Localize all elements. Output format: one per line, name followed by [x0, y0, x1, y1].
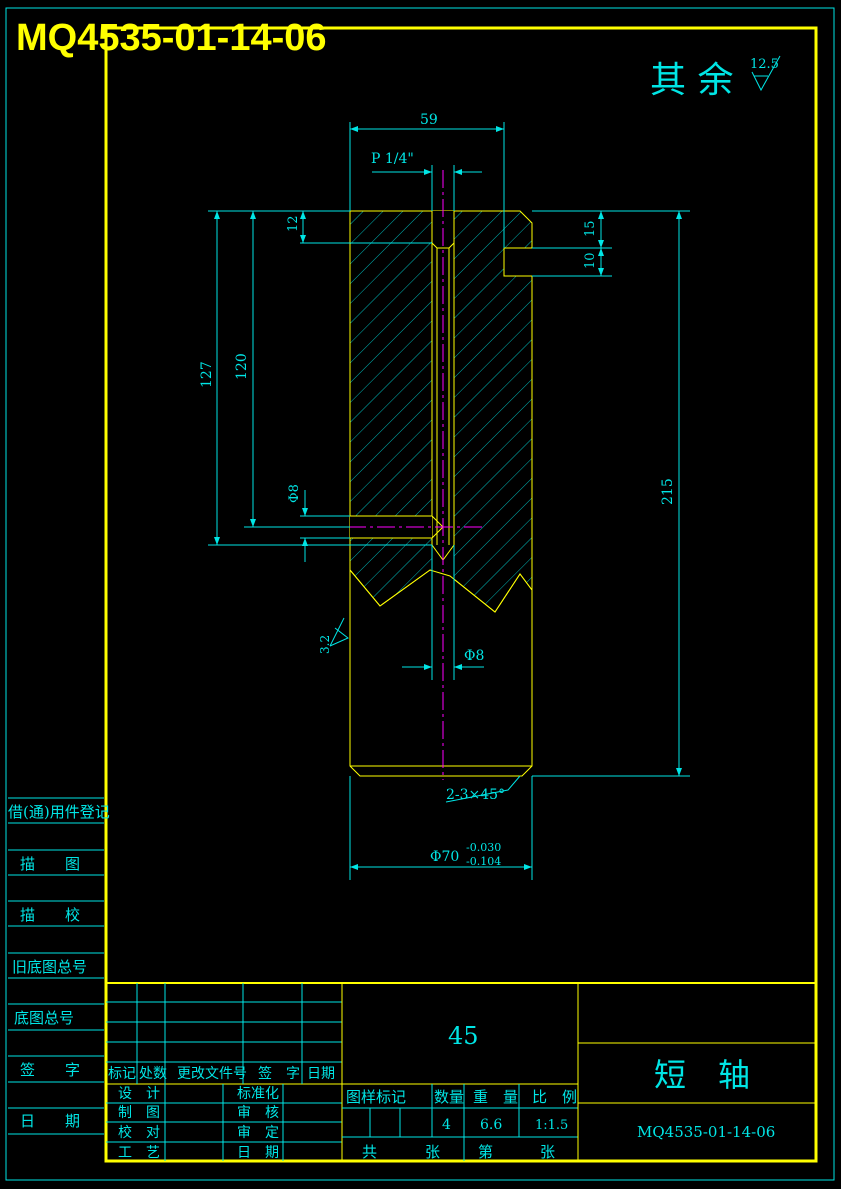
inner-frame	[104, 26, 818, 1163]
dim-10: 10	[583, 252, 598, 269]
strip-label: 借(通)用件登记	[8, 803, 110, 821]
quantity: 4	[442, 1117, 451, 1133]
roughness-symbol	[751, 55, 781, 92]
strip-label: 旧底图总号	[12, 958, 87, 976]
dim-thread: P 1/4"	[371, 151, 414, 167]
drawing-number: MQ4535-01-14-06	[637, 1123, 775, 1141]
role-right: 日 期	[237, 1145, 279, 1161]
dim-127: 127	[199, 361, 215, 388]
dim-phi8-side: Φ8	[287, 484, 302, 503]
roughness-side-value: 3.2	[318, 635, 332, 654]
weight: 6.6	[480, 1117, 502, 1133]
strip-label: 底图总号	[14, 1009, 74, 1027]
info-header: 重 量	[473, 1088, 518, 1106]
tol-lower: -0.104	[466, 855, 501, 868]
role-left: 制 图	[118, 1105, 160, 1121]
dim-59: 59	[420, 112, 438, 128]
role-left: 工 艺	[118, 1145, 160, 1161]
sheet-label: 张	[425, 1143, 440, 1161]
strip-label: 日 期	[20, 1112, 80, 1130]
sheet-label: 共	[362, 1143, 377, 1161]
tol-upper: -0.030	[466, 841, 501, 854]
rev-header: 更改文件号	[177, 1066, 247, 1082]
dim-15: 15	[583, 220, 598, 237]
role-right: 标准化	[237, 1086, 279, 1102]
title-block-texts: 45 短 轴 MQ4535-01-14-06 标记 处数 更改文件号 签 字 日…	[108, 1022, 775, 1161]
scale: 1:1.5	[535, 1118, 568, 1133]
role-right: 审 核	[237, 1105, 279, 1121]
info-header: 数量	[434, 1088, 464, 1106]
sheet-label: 张	[540, 1143, 555, 1161]
strip-label: 签 字	[20, 1061, 80, 1079]
dim-12: 12	[286, 215, 301, 232]
info-header: 比 例	[532, 1088, 577, 1106]
dimension-texts: 59 P 1/4" 12 15 10 127 120 215 Φ8 Φ8 3.2…	[199, 112, 676, 868]
roughness-other-label: 其 余	[650, 60, 733, 101]
role-left: 校 对	[118, 1124, 160, 1141]
title-block-grid	[105, 982, 817, 1162]
dim-215: 215	[660, 478, 676, 505]
rev-header: 处数	[139, 1066, 167, 1082]
material: 45	[448, 1022, 479, 1050]
shaft-section	[290, 170, 533, 780]
dim-phi70: Φ70	[430, 849, 459, 865]
rev-header: 签 字	[258, 1065, 300, 1082]
role-left: 设 计	[118, 1086, 160, 1102]
left-strip	[8, 797, 104, 1135]
rev-header: 日期	[307, 1066, 335, 1082]
role-right: 审 定	[237, 1125, 279, 1141]
dimensions	[208, 122, 690, 880]
dim-chamfer: 2-3×45°	[446, 787, 505, 803]
dim-phi8-bottom: Φ8	[464, 648, 484, 664]
sheet-label: 第	[478, 1143, 493, 1161]
left-strip-labels: 借(通)用件登记 描 图 描 校 旧底图总号 底图总号 签 字 日 期	[8, 803, 110, 1130]
dim-120: 120	[234, 353, 250, 380]
shaft-body	[349, 570, 533, 777]
info-header: 图样标记	[346, 1088, 406, 1106]
roughness-other-value: 12.5	[750, 57, 779, 72]
part-name: 短 轴	[654, 1056, 750, 1094]
strip-label: 描 校	[20, 906, 80, 924]
rev-header: 标记	[108, 1066, 136, 1082]
header-drawing-number: MQ4535-01-14-06	[16, 17, 327, 59]
outer-border	[5, 7, 835, 1181]
strip-label: 描 图	[20, 855, 80, 873]
